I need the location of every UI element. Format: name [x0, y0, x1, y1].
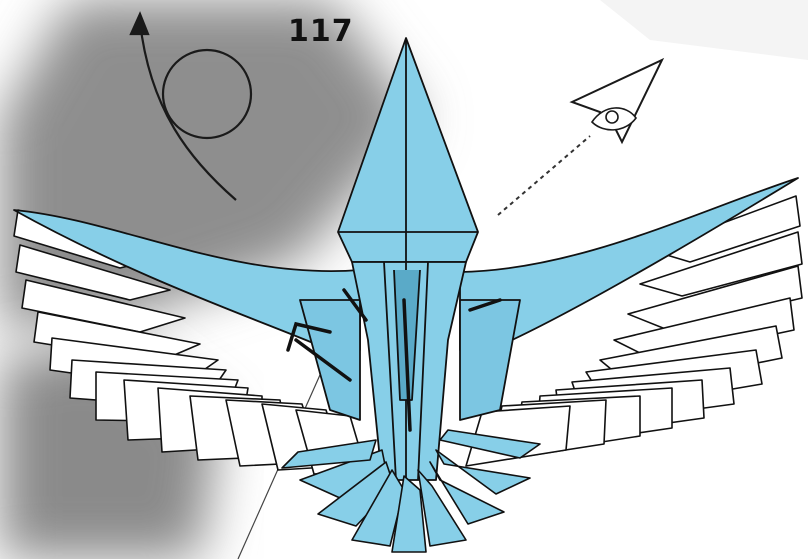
step-number: 117: [288, 14, 354, 49]
